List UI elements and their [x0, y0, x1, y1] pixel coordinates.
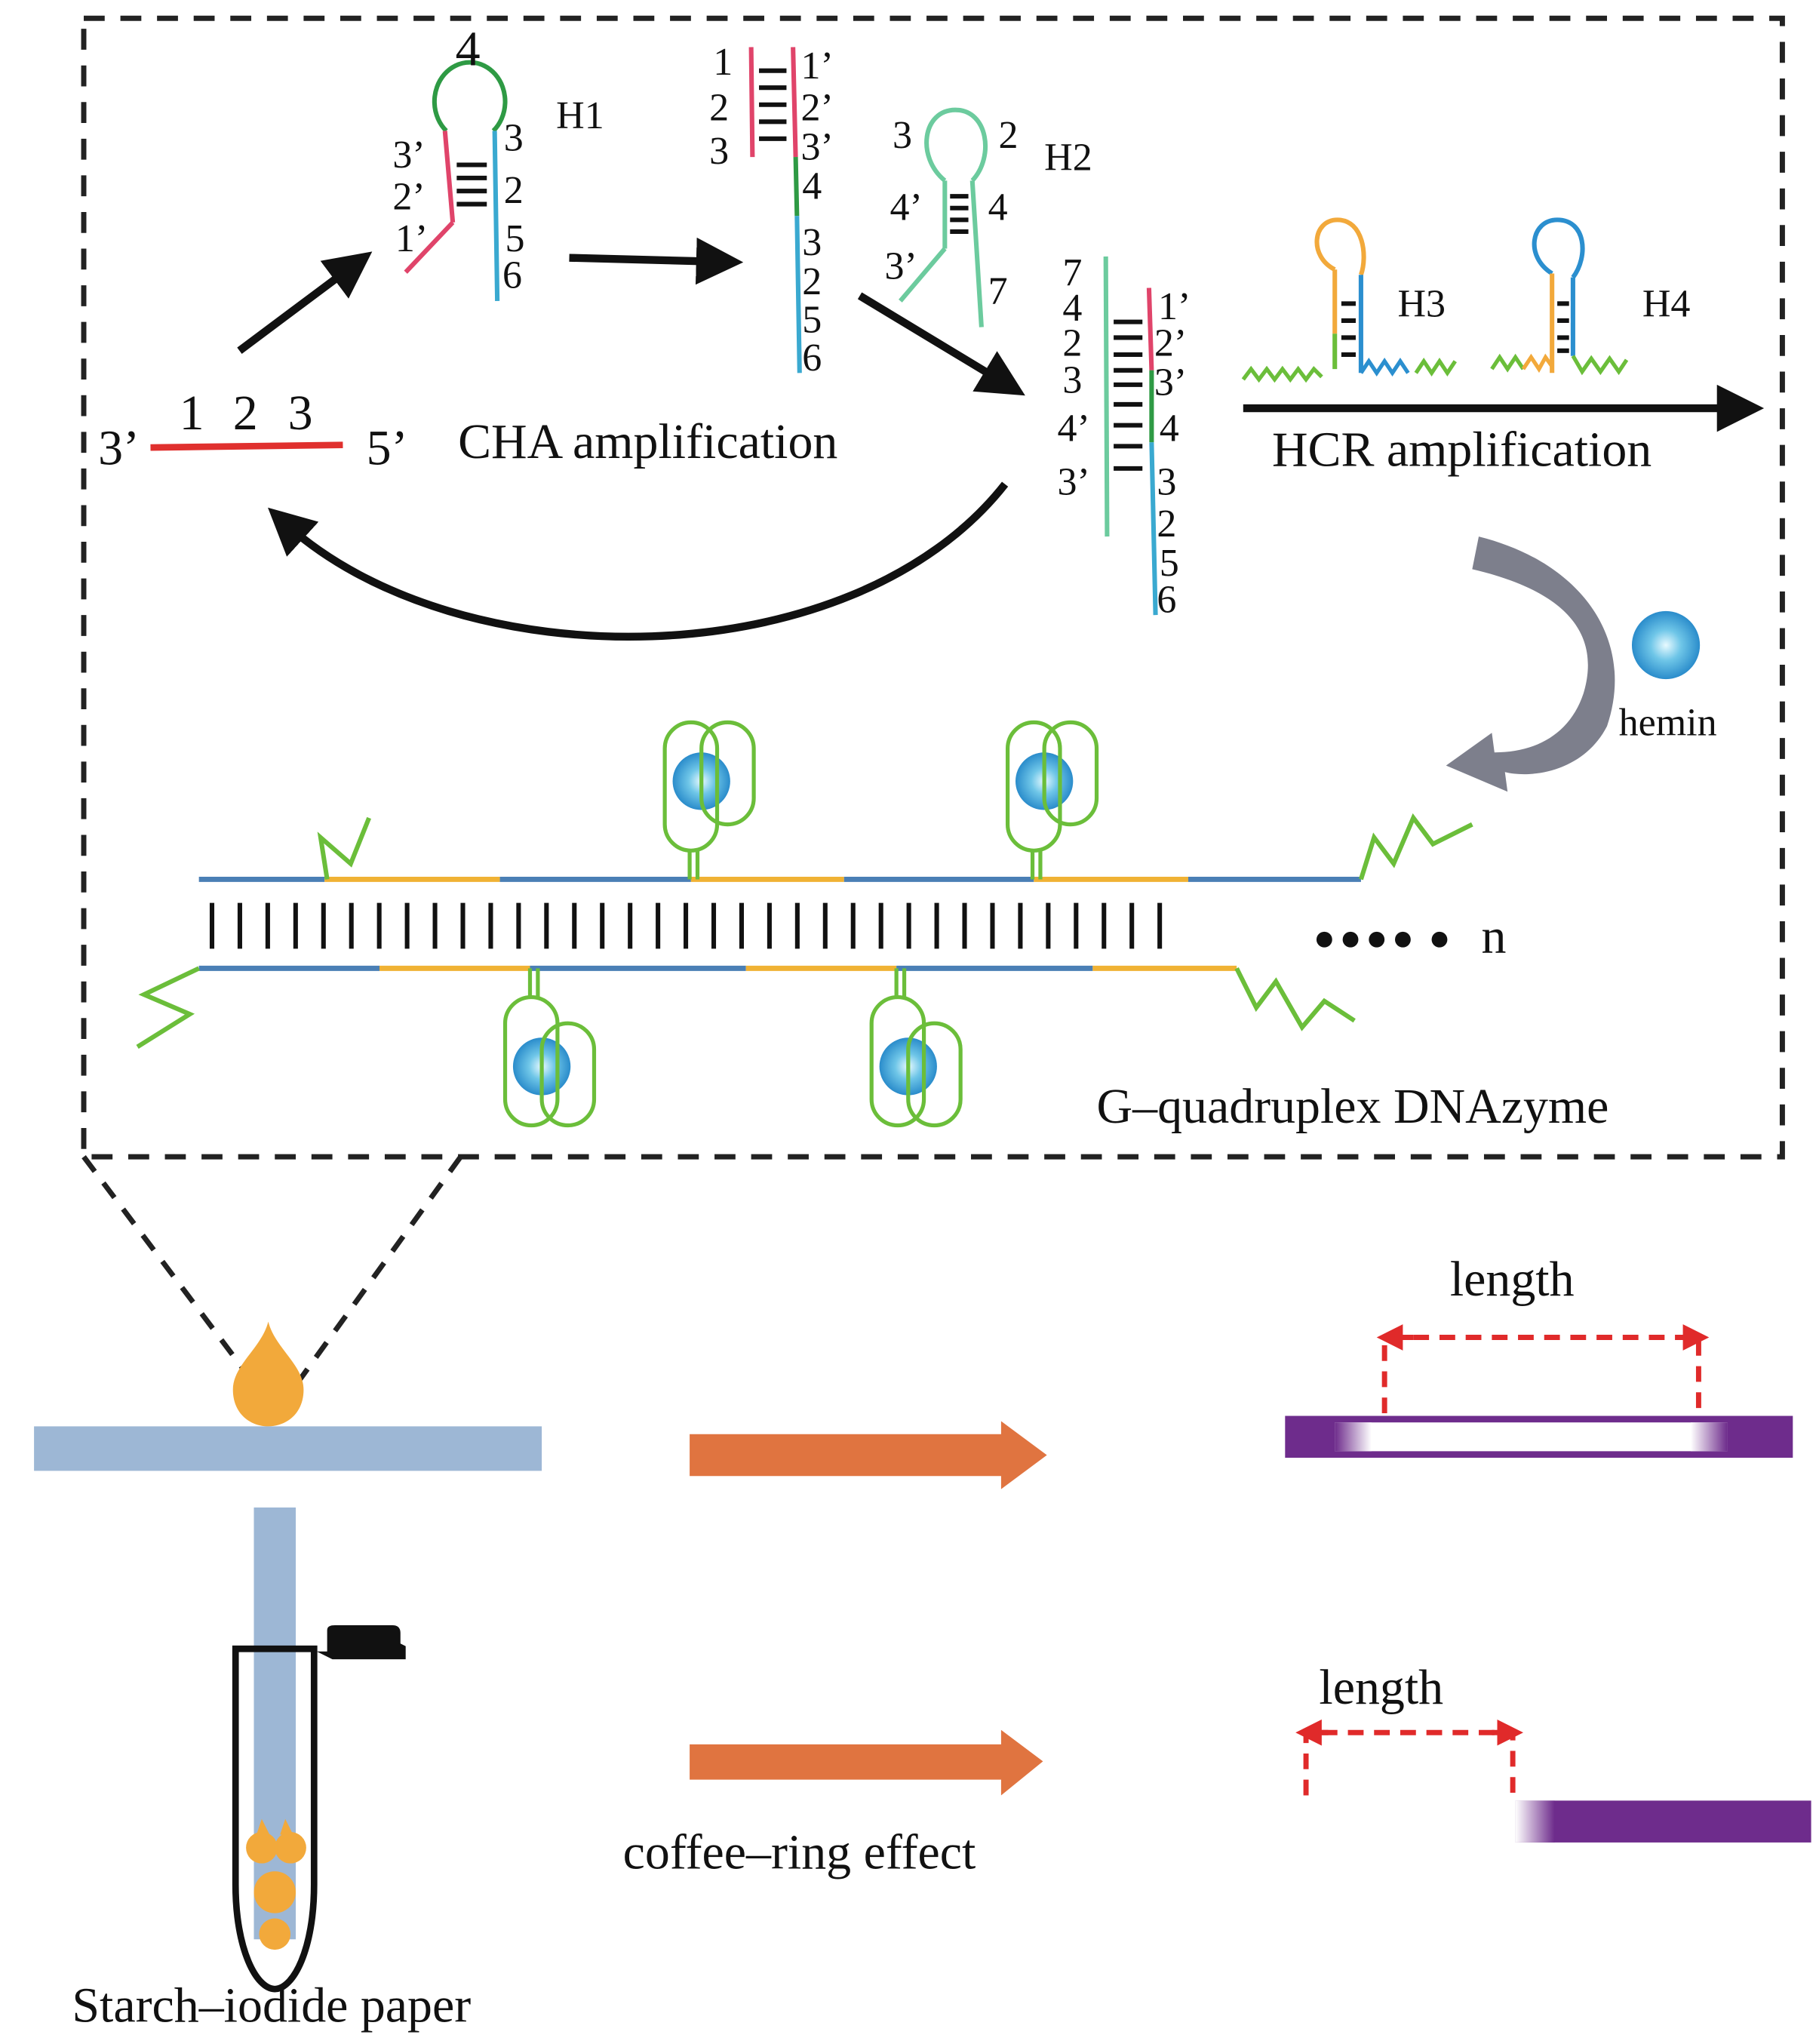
h1-right-label-3: 5: [505, 217, 525, 260]
tube-cap-icon: [316, 1625, 406, 1660]
h2-tail-left-label: 3’: [885, 244, 917, 287]
h1-left-label-3: 1’: [395, 217, 428, 260]
complex2-right-label-3: 3’: [1154, 361, 1187, 404]
paper-device: [34, 1321, 542, 1993]
mechanism-box: [81, 15, 1785, 1160]
result-strip-top: [1285, 1324, 1793, 1458]
h2-stem-left-label: 4’: [890, 186, 922, 229]
length-label-top: length: [1450, 1252, 1575, 1307]
h2-name: H2: [1044, 136, 1092, 179]
result-strip-bottom: [1295, 1719, 1811, 1843]
h1-left-label-1: 3’: [392, 134, 425, 177]
complex1-right-label-7: 5: [802, 299, 822, 342]
starch-iodide-paper-label: Starch–iodide paper: [72, 1978, 471, 2033]
complex1-left-label-1: 1: [713, 41, 733, 84]
hairpin-h4: H4: [1490, 217, 1691, 376]
complex2-left-label-2: 4: [1062, 287, 1082, 330]
droplet-icon: [232, 1321, 304, 1427]
complex2-left-label-4: 3: [1062, 358, 1082, 401]
zoom-line-right: [292, 1155, 463, 1389]
complex2-right-label-1: 1’: [1158, 285, 1191, 328]
target-5prime-label: 5’: [367, 421, 408, 476]
hairpin-h2: 3 2 4’ 4 3’ 7 H2: [885, 107, 1092, 327]
process-arrow-top: [690, 1421, 1047, 1489]
complex-h1-h2: 7 4 2 3 4’ 3’ 1’ 2’ 3’ 4 3 2 5 6: [1058, 251, 1191, 622]
complex1-right-label-6: 2: [802, 260, 822, 303]
h1-name: H1: [556, 94, 604, 137]
curved-gray-arrow: [1446, 536, 1615, 792]
target-strand: 3’ 5’ 1 2 3: [98, 386, 407, 476]
g-quadruplex-dnazyme: [662, 720, 756, 880]
target-3prime-label: 3’: [98, 421, 140, 476]
complex1-right-label-5: 3: [802, 221, 822, 264]
complex2-left-label-6: 3’: [1058, 461, 1090, 504]
length-label-bottom: length: [1319, 1660, 1443, 1715]
paper-strip-vertical: [253, 1507, 297, 1940]
complex2-left-label-5: 4’: [1058, 407, 1090, 450]
complex2-right-label-6: 2: [1157, 503, 1176, 546]
repeat-n-label: n: [1481, 909, 1506, 964]
cha-amplification-label: CHA amplification: [458, 414, 837, 469]
h4-name: H4: [1642, 283, 1691, 326]
target-domain-1: 1: [180, 386, 204, 441]
complex1-right-label-4: 4: [802, 165, 822, 208]
process-arrow-bottom: [690, 1729, 1043, 1796]
g-quadruplex-dnazyme: [1005, 720, 1099, 880]
h2-loop-right-label: 2: [998, 114, 1018, 157]
complex1-right-label-1: 1’: [801, 45, 834, 88]
complex1-left-label-3: 3: [709, 130, 729, 173]
h1-loop-label: 4: [456, 22, 481, 77]
h1-right-label-1: 3: [504, 116, 524, 159]
arrow-complex1-to-complex2: [857, 292, 1025, 396]
target-domain-3: 3: [288, 386, 313, 441]
h2-stem-right-label: 4: [988, 186, 1008, 229]
arrow-recycle: [268, 481, 1009, 641]
complex2-right-label-4: 4: [1160, 407, 1179, 450]
h1-right-label-2: 2: [504, 169, 524, 212]
g-quadruplex-dnazyme: [502, 968, 597, 1128]
tube-icon: [232, 1645, 318, 1993]
complex2-right-label-8: 6: [1157, 579, 1176, 622]
arrow-target-to-h1: [237, 251, 373, 354]
complex1-right-label-8: 6: [802, 337, 822, 380]
complex-target-h1: 1 2 3 1’ 2’ 3’ 4 3 2 5 6: [709, 41, 834, 380]
gquadruplex-duplex: [136, 720, 1473, 1128]
hairpin-h1: 4 3’ 2’ 1’ 3 2 5 6 H1: [392, 22, 604, 301]
complex2-right-label-5: 3: [1157, 461, 1176, 504]
complex1-right-label-3: 3’: [801, 126, 834, 169]
arrow-h1-to-complex1: [569, 237, 744, 285]
complex2-left-label-3: 2: [1062, 322, 1082, 365]
complex2-left-label-1: 7: [1062, 251, 1082, 294]
hairpin-h3: H3: [1241, 217, 1457, 383]
complex2-right-label-7: 5: [1160, 542, 1179, 585]
hemin-label: hemin: [1619, 702, 1717, 745]
zoom-line-left: [81, 1155, 244, 1369]
complex2-right-label-2: 2’: [1154, 322, 1187, 365]
gquadruplex-label: G–quadruplex DNAzyme: [1097, 1079, 1609, 1134]
h2-loop-left-label: 3: [893, 114, 912, 157]
hcr-amplification-label: HCR amplification: [1272, 422, 1652, 477]
target-domain-2: 2: [233, 386, 258, 441]
h1-right-label-4: 6: [502, 254, 522, 297]
paper-strip-horizontal: [34, 1426, 542, 1471]
complex1-right-label-2: 2’: [801, 87, 834, 130]
h3-name: H3: [1397, 283, 1446, 326]
hemin-icon: [1631, 610, 1701, 680]
h2-tail-right-label: 7: [988, 269, 1008, 312]
g-quadruplex-dnazyme: [869, 968, 963, 1128]
repeat-dots: [1316, 931, 1448, 948]
coffee-ring-effect-label: coffee–ring effect: [623, 1825, 976, 1880]
h1-left-label-2: 2’: [392, 175, 425, 218]
complex1-left-label-2: 2: [709, 87, 729, 130]
